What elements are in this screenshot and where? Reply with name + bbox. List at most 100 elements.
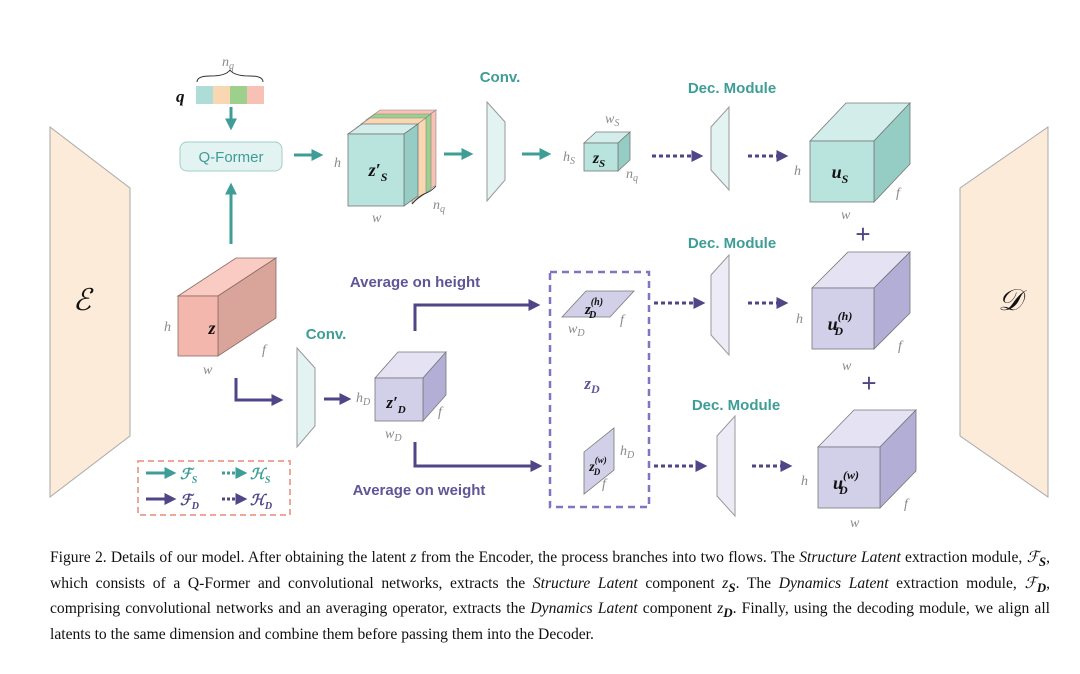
arrow-latent-to-conv-bottom (234, 378, 284, 406)
caption-math-sub: S (1038, 554, 1047, 570)
caption-math: z (410, 549, 417, 566)
caption-math: ℱ (1026, 549, 1039, 566)
caption-math: z (717, 600, 724, 618)
zd-h-f-label: f (620, 313, 626, 328)
caption-math-sub: S (728, 579, 736, 595)
dynamics-pre-symbol: z′D (385, 393, 405, 416)
caption-text: , which consists of a Q-Former and convo… (50, 549, 1050, 592)
udw-h-label: h (801, 474, 808, 489)
zd-h-plate: z(h)D wD f (561, 290, 635, 339)
udh-w-label: w (842, 359, 852, 374)
encoder-block: ℰ (49, 125, 131, 499)
us-symbol: uS (832, 162, 849, 186)
udh-f-label: f (898, 339, 904, 354)
zd-h-symbol: z(h)D (584, 297, 603, 321)
conv-label-bottom: Conv. (306, 326, 347, 343)
legend-fs: ℱS (180, 467, 198, 486)
dynamics-pre-f-label: f (438, 405, 444, 420)
conv-block-bottom (296, 346, 316, 449)
structure-latent-nq-label: nq (626, 167, 638, 184)
decoder-block: 𝒟 (959, 126, 1049, 498)
udw-symbol: u(w)D (833, 468, 859, 497)
avg-weight-label: Average on weight (353, 482, 486, 499)
latent-z-symbol: z (207, 318, 215, 338)
legend-hs: ℋS (250, 467, 271, 486)
caption-emphasis: Structure Latent (799, 549, 901, 566)
structure-latent-ws-label: wS (605, 112, 619, 129)
conv-label-top: Conv. (480, 69, 521, 86)
qformer-block: Q-Former (179, 141, 283, 172)
structure-pre-nq-label: nq (433, 198, 445, 215)
us-f-label: f (896, 186, 902, 201)
dec-module-label-bottom: Dec. Module (692, 397, 780, 414)
structure-pre-w-label: w (372, 211, 382, 226)
query-vector: q nq (176, 55, 264, 106)
caption-text: Figure 2. Details of our model. After ob… (50, 549, 411, 566)
latent-z-cube: z h w f (164, 257, 278, 378)
dynamics-pre-w-label: wD (385, 427, 402, 444)
zd-w-symbol: z(w)D (588, 455, 606, 477)
dec-module-mid (710, 253, 730, 357)
plus-sign-1: + (855, 219, 870, 249)
us-h-label: h (794, 164, 801, 179)
caption-text: extraction module, (888, 574, 1025, 592)
model-diagram: ℰ 𝒟 q nq Q-Former z h w f (49, 55, 1049, 531)
query-symbol: q (176, 87, 185, 106)
udw-f-label: f (904, 497, 910, 512)
avg-height-label: Average on height (350, 274, 480, 291)
caption-text: from the Encoder, the process branches i… (416, 549, 800, 566)
udh-cube: u(h)D h w f (796, 251, 911, 374)
caption-math: z (722, 574, 729, 592)
zd-w-h-label: hD (620, 444, 635, 461)
dec-module-top (710, 105, 730, 192)
us-w-label: w (841, 208, 851, 223)
zd-w-f-label: f (602, 477, 608, 492)
plus-sign-2: + (861, 368, 876, 398)
caption-emphasis: Dynamics Latent (530, 600, 638, 618)
caption-text: extraction module, (900, 549, 1027, 566)
structure-pre-symbol: z′S (368, 160, 388, 184)
legend-fd: ℱD (180, 493, 199, 512)
caption-emphasis: Structure Latent (532, 574, 638, 592)
legend: ℱS ℋS ℱD ℋD (137, 460, 291, 516)
caption-text: . The (735, 574, 779, 592)
figure-caption: Figure 2. Details of our model. After ob… (50, 547, 1050, 645)
zd-w-plate: z(w)D hD f (583, 427, 635, 495)
us-cube: uS h w f (794, 101, 911, 223)
zd-group-symbol: zD (583, 374, 600, 396)
structure-latent-cube: zS wS hS nq (563, 112, 638, 184)
latent-w-label: w (203, 363, 213, 378)
caption-text: . Finally, using the decoding module, we… (50, 600, 1050, 643)
zd-group-box (548, 270, 651, 509)
udh-symbol: u(h)D (828, 309, 853, 338)
conv-block-top (486, 100, 506, 203)
arrow-avg-weight (413, 442, 543, 472)
caption-text: component (637, 574, 723, 592)
dec-module-label-mid: Dec. Module (688, 235, 776, 252)
qformer-label: Q-Former (199, 149, 264, 166)
structure-pre-h-label: h (334, 156, 341, 171)
encoder-symbol: ℰ (73, 284, 94, 317)
zd-h-w-label: wD (568, 322, 585, 339)
dec-module-bottom (716, 414, 736, 518)
latent-f-label: f (262, 343, 268, 358)
udw-w-label: w (850, 516, 860, 531)
udw-cube: u(w)D h w f (801, 409, 917, 531)
dec-module-label-top: Dec. Module (688, 80, 776, 97)
structure-pre-cube: z′S h w nq (334, 109, 445, 226)
caption-text: , comprising convolutional networks and … (50, 574, 1050, 618)
dynamics-pre-cube: z′D hD wD f (356, 350, 447, 444)
udh-h-label: h (796, 312, 803, 327)
latent-h-label: h (164, 320, 171, 335)
arrow-avg-height (413, 299, 541, 331)
dynamics-pre-h-label: hD (356, 391, 371, 408)
caption-emphasis: Dynamics Latent (778, 574, 889, 592)
caption-math: ℱ (1024, 574, 1037, 592)
structure-latent-symbol: zS (592, 150, 605, 170)
query-length-label: nq (222, 55, 234, 72)
caption-text: component (637, 600, 718, 618)
caption-math-sub: D (723, 605, 733, 621)
legend-hd: ℋD (250, 493, 272, 512)
structure-latent-hs-label: hS (563, 150, 575, 167)
caption-math-sub: D (1036, 579, 1047, 595)
